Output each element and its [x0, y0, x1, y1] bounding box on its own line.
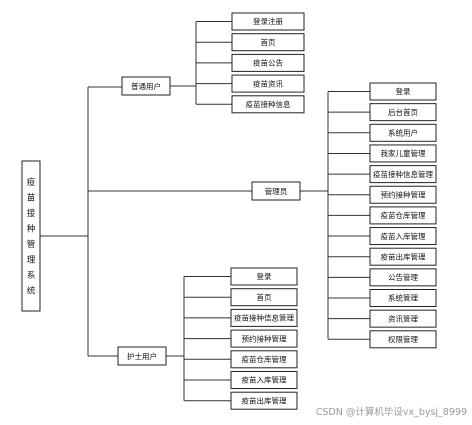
leaf-box	[369, 289, 437, 307]
leaf-label: 疫苗入库管理	[381, 231, 426, 241]
leaf-label: 疫苗出库管理	[242, 395, 287, 405]
leaf-box	[230, 371, 298, 389]
leaf-box	[231, 33, 305, 52]
leaf-label: 系统管理	[388, 293, 418, 303]
leaf-node-nurse: 疫苗仓库管理	[230, 350, 298, 369]
branch-label-nurse: 护士用户	[127, 351, 157, 361]
leaf-label: 疫苗仓库管理	[242, 354, 287, 364]
leaf-label: 权限管理	[388, 334, 418, 344]
leaf-node-regular: 首页	[231, 33, 305, 52]
leaf-node-admin: 权限管理	[369, 330, 437, 349]
leaf-box	[369, 185, 437, 204]
branch-node-admin: 管理员	[251, 181, 301, 201]
connector-lines	[40, 21, 370, 402]
leaf-node-nurse: 登录	[230, 267, 298, 286]
leaf-box	[369, 165, 437, 184]
leaf-node-admin: 资讯管理	[369, 309, 437, 328]
leaf-box	[369, 330, 437, 349]
leaf-box	[369, 103, 437, 122]
leaf-node-regular: 疫苗公告	[231, 53, 305, 72]
leaf-label: 疫苗接种信息管理	[373, 169, 433, 179]
leaf-label: 我家儿童管理	[381, 148, 426, 158]
leaf-box	[369, 247, 437, 266]
leaf-box	[369, 268, 437, 287]
watermark: CSDN @计算机毕设vx_bysj_8999	[316, 406, 467, 418]
leaf-label: 资讯管理	[388, 313, 418, 323]
leaf-node-regular: 疫苗接种信息	[231, 95, 305, 114]
leaf-node-admin: 疫苗接种信息管理	[369, 165, 437, 184]
branch-node-regular: 普通用户	[121, 76, 171, 96]
leaf-node-admin: 公告管理	[369, 268, 437, 287]
leaf-node-admin: 系统用户	[369, 123, 437, 142]
leaf-label: 首页	[261, 37, 276, 47]
leaf-label: 疫苗出库管理	[381, 251, 426, 261]
leaf-node-admin: 疫苗出库管理	[369, 247, 437, 266]
branch-node-nurse: 护士用户	[117, 346, 167, 366]
leaf-label: 系统用户	[388, 128, 418, 138]
leaf-box	[231, 53, 305, 72]
leaf-label: 疫苗接种信息管理	[234, 313, 294, 323]
leaf-box	[231, 95, 305, 114]
leaf-node-admin: 系统管理	[369, 289, 437, 307]
leaf-label: 首页	[257, 292, 272, 302]
leaf-node-regular: 登录注册	[231, 12, 305, 31]
leaf-box	[369, 227, 437, 246]
leaf-box	[231, 12, 305, 31]
leaf-nodes: 登录注册首页疫苗公告疫苗资讯疫苗接种信息登录后台首页系统用户我家儿童管理疫苗接种…	[230, 12, 437, 410]
leaf-label: 疫苗入库管理	[242, 375, 287, 385]
leaf-node-admin: 疫苗仓库管理	[369, 206, 437, 225]
leaf-node-nurse: 首页	[230, 288, 298, 307]
root-label: 疫苗接种管理系统	[27, 177, 36, 297]
leaf-box	[230, 391, 298, 410]
leaf-box	[230, 267, 298, 286]
leaf-box	[369, 123, 437, 142]
branch-label-admin: 管理员	[265, 186, 288, 196]
leaf-box	[231, 74, 305, 93]
leaf-label: 疫苗仓库管理	[381, 210, 426, 220]
leaf-box	[230, 288, 298, 307]
leaf-box	[230, 329, 298, 348]
leaf-label: 疫苗接种信息	[246, 99, 291, 109]
leaf-node-nurse: 疫苗入库管理	[230, 371, 298, 389]
leaf-label: 登录	[257, 271, 272, 281]
leaf-node-admin: 我家儿童管理	[369, 144, 437, 163]
leaf-box	[369, 206, 437, 225]
leaf-node-nurse: 疫苗出库管理	[230, 391, 298, 410]
leaf-node-admin: 疫苗入库管理	[369, 227, 437, 246]
leaf-label: 后台首页	[388, 107, 418, 117]
leaf-label: 疫苗资讯	[253, 78, 283, 88]
leaf-box	[369, 144, 437, 163]
root-node: 疫苗接种管理系统	[21, 160, 41, 312]
branch-label-regular: 普通用户	[131, 81, 161, 91]
leaf-label: 登录	[396, 86, 411, 96]
leaf-label: 预约接种管理	[242, 333, 287, 343]
leaf-node-admin: 后台首页	[369, 103, 437, 122]
leaf-label: 公告管理	[388, 272, 418, 282]
leaf-label: 疫苗公告	[253, 58, 283, 68]
leaf-node-nurse: 预约接种管理	[230, 329, 298, 348]
leaf-label: 登录注册	[253, 16, 283, 26]
leaf-node-admin: 预约接种管理	[369, 185, 437, 204]
leaf-box	[369, 309, 437, 328]
leaf-node-nurse: 疫苗接种信息管理	[230, 308, 298, 327]
leaf-box	[230, 350, 298, 369]
leaf-label: 预约接种管理	[381, 189, 426, 199]
leaf-box	[369, 82, 437, 101]
leaf-box	[230, 308, 298, 327]
leaf-node-regular: 疫苗资讯	[231, 74, 305, 93]
leaf-node-admin: 登录	[369, 82, 437, 101]
